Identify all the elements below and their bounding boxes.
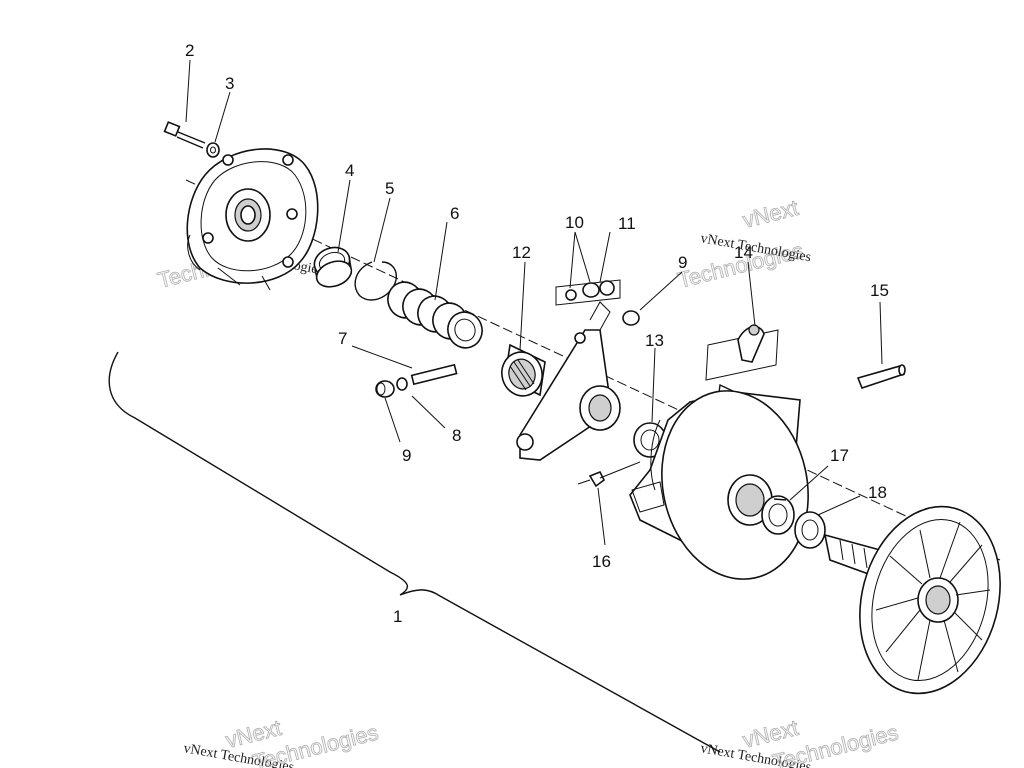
- callout-labels: 2 3 4 5 6 7 8 9 10 11 12 9 13 14 15 16 1…: [185, 41, 889, 626]
- callout-5: 5: [385, 179, 394, 198]
- callout-9-upper: 9: [678, 253, 687, 272]
- callout-6: 6: [450, 204, 459, 223]
- callout-9-lower: 9: [402, 446, 411, 465]
- nut-part: [577, 470, 606, 488]
- callout-16: 16: [592, 552, 611, 571]
- sheave-washer-part: [794, 511, 826, 549]
- callout-3: 3: [225, 74, 234, 93]
- callout-4: 4: [345, 161, 354, 180]
- small-washer-part: [396, 377, 408, 391]
- callout-7: 7: [338, 329, 347, 348]
- roller-bearing-part: [501, 343, 546, 397]
- cam-arm-part: [516, 301, 621, 461]
- spring-part: [387, 281, 483, 349]
- assembly-bracket: [108, 351, 721, 753]
- sheave-bushing-part: [761, 495, 795, 535]
- moveable-sheave-part: [629, 390, 809, 580]
- cover-spider-part: [186, 148, 319, 291]
- callout-10: 10: [565, 213, 584, 232]
- callout-18: 18: [868, 483, 887, 502]
- callout-11: 11: [618, 214, 636, 233]
- bushing-ring-part: [313, 246, 353, 288]
- leader-lines: [185, 59, 883, 546]
- shaft-pin-part: [856, 364, 906, 389]
- callout-15: 15: [870, 281, 889, 300]
- bolt-part: [163, 121, 206, 149]
- callout-13: 13: [645, 331, 664, 350]
- washer-part: [206, 142, 220, 158]
- roller-part: [375, 380, 395, 398]
- pin-part: [410, 363, 458, 386]
- snap-ring-part: [354, 261, 397, 301]
- callout-1: 1: [393, 607, 402, 626]
- watermark-bottom-right: vNext vNext Technologies Technologies: [699, 715, 901, 768]
- fixed-sheave-part: [823, 505, 1001, 695]
- callout-12: 12: [512, 243, 531, 262]
- watermark-bottom-left: vNext vNext Technologies Technologies: [182, 715, 381, 768]
- callout-2: 2: [185, 41, 194, 60]
- roller-upper-part: [622, 310, 640, 326]
- bushing-set-part: [555, 279, 621, 306]
- callout-17: 17: [830, 446, 849, 465]
- callout-14: 14: [734, 243, 753, 262]
- tower-insert-part: [705, 324, 779, 410]
- callout-8: 8: [452, 426, 461, 445]
- svg-text:vNext: vNext: [740, 195, 801, 233]
